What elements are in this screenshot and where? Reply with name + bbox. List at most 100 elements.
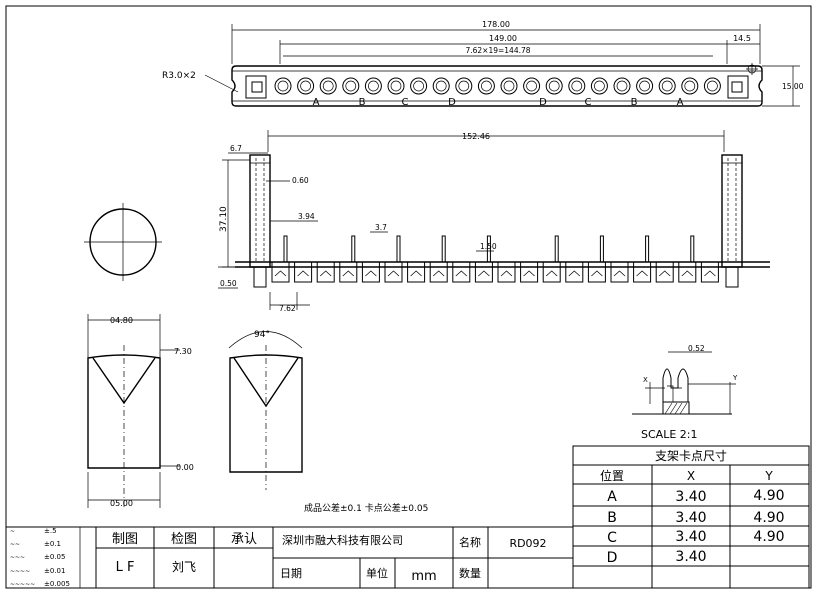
terminal-block — [452, 261, 471, 283]
section-view-left: 04.80 7.30 0.00 05.00 — [87, 314, 194, 510]
tol-symbol: ~~~~~ — [10, 581, 35, 588]
terminal-block — [407, 261, 426, 283]
pin-hole-inner — [390, 80, 402, 92]
terminal-block — [633, 261, 652, 283]
terminal-pin — [486, 235, 491, 263]
dim-w2: 1.50 — [480, 242, 497, 251]
dim-zero: 0.00 — [176, 463, 194, 472]
tolerance-table: ~ ±.5 ~~ ±0.1 ~~~ ±0.05 ~~~~ ±0.01 ~~~~~… — [6, 526, 96, 588]
pin-letter: D — [539, 97, 547, 108]
radius-label: R3.0×2 — [162, 71, 196, 81]
terminal-clip — [523, 270, 535, 277]
pin-hole-inner — [526, 80, 537, 92]
dim-pitch-total: 7.62×19=144.78 — [465, 46, 530, 55]
pin-letter: A — [313, 97, 320, 108]
dim-right: 7.30 — [174, 347, 192, 356]
pin-letter: A — [677, 97, 684, 108]
terminal-clip — [636, 270, 648, 277]
terminal-block — [610, 261, 629, 283]
dim-length: 152.46 — [462, 132, 490, 141]
dim-height-front: 37.10 — [219, 206, 229, 232]
terminal-pin — [599, 235, 604, 263]
detail-view: 0.52 X Y SCALE 2:1 — [632, 344, 738, 441]
pin-hole — [523, 77, 541, 95]
angle-label: 94° — [254, 330, 270, 340]
clip-row-x: 3.40 — [675, 529, 706, 545]
dim-bottom: 05.00 — [110, 499, 133, 508]
side-circle-view — [84, 203, 162, 281]
date-label: 日期 — [280, 567, 302, 580]
scale-label: SCALE 2:1 — [641, 428, 697, 441]
tol-value: ±.5 — [44, 527, 57, 535]
tol-symbol: ~ — [10, 528, 15, 535]
detail-x: X — [643, 376, 648, 384]
tol-value: ±0.1 — [44, 540, 61, 548]
top-view: 178.00 149.00 7.62×19=144.78 14.5 15.00 … — [162, 20, 804, 108]
terminal-pin — [441, 235, 446, 263]
clip-row-y: 4.90 — [753, 529, 784, 545]
dim-overall: 178.00 — [482, 20, 510, 29]
pin-hole — [613, 77, 631, 95]
pin-hole — [387, 77, 405, 95]
pin-holes — [274, 77, 721, 95]
unit-label: 单位 — [366, 566, 388, 580]
draw-label: 制图 — [112, 532, 138, 547]
draw-value: L F — [116, 560, 135, 575]
terminal-pin — [283, 235, 288, 263]
tol-value: ±0.01 — [44, 567, 65, 575]
pin-hole-inner — [594, 80, 605, 92]
pin-hole — [432, 77, 450, 95]
pin-hole — [477, 77, 495, 95]
clip-header-x: X — [687, 469, 695, 483]
clip-row-y: 4.90 — [753, 488, 784, 504]
pin-letter: B — [359, 97, 366, 108]
qty-label: 数量 — [459, 567, 481, 580]
clip-row-x: 3.40 — [675, 489, 706, 505]
tol-value: ±0.05 — [44, 553, 65, 561]
pin-hole — [319, 77, 337, 95]
pin-hole-inner — [571, 80, 583, 92]
tolerance-note: 成品公差±0.1 卡点公差±0.05 — [304, 502, 428, 514]
terminal-clip — [681, 270, 694, 277]
dim-top: 04.80 — [110, 316, 133, 325]
pin-hole-inner — [548, 80, 560, 92]
terminal-clip — [568, 270, 581, 277]
dim-edge: 14.5 — [733, 34, 751, 43]
tol-symbol: ~~~~ — [10, 568, 30, 575]
terminal-block — [655, 261, 674, 283]
pin-letter: C — [585, 97, 592, 108]
dim-pin: 3.94 — [298, 212, 315, 221]
dim-offset: 6.7 — [230, 144, 242, 153]
approve-label: 承认 — [231, 532, 257, 547]
dim-base: 0.50 — [220, 279, 237, 288]
terminal-clip — [297, 270, 309, 277]
terminal-block — [361, 261, 380, 283]
pin-letter: D — [448, 97, 456, 108]
pin-hole-inner — [435, 80, 447, 92]
detail-dim: 0.52 — [688, 344, 705, 353]
pin-hole — [590, 77, 608, 95]
pin-hole — [297, 77, 315, 95]
pin-hole — [568, 77, 586, 95]
terminal-clip — [319, 270, 332, 277]
pin-hole — [545, 77, 563, 95]
pin-hole — [703, 77, 721, 95]
dim-slot: 0.60 — [292, 176, 309, 185]
terminal-pin — [396, 235, 401, 263]
pin-hole — [274, 77, 292, 95]
pin-hole-inner — [322, 80, 334, 92]
terminal-block — [339, 261, 358, 283]
pin-hole-inner — [413, 80, 424, 92]
pin-hole — [455, 77, 473, 95]
check-label: 检图 — [171, 532, 197, 547]
pin-hole-inner — [345, 80, 357, 92]
terminal-block — [497, 261, 516, 283]
terminal-block — [271, 261, 290, 283]
terminal-block — [520, 261, 539, 283]
terminal-clip — [478, 270, 490, 277]
terminal-clip — [613, 270, 626, 277]
tol-symbol: ~~ — [10, 541, 20, 548]
terminal-clip — [274, 270, 287, 277]
clip-row-pos: C — [607, 530, 617, 546]
